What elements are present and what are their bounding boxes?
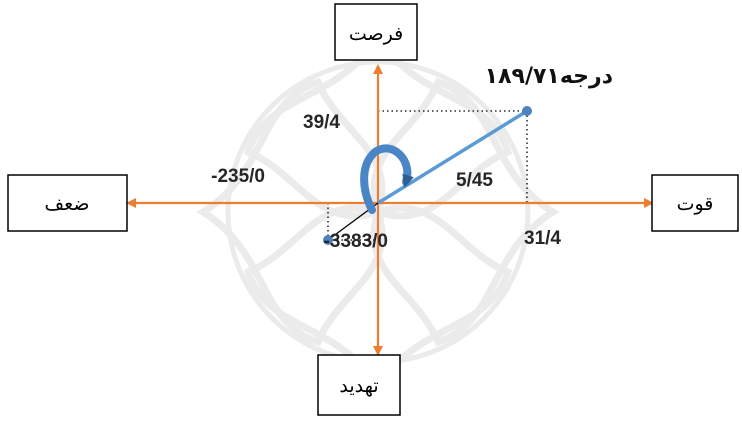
box-left: ضعف (7, 174, 128, 232)
box-bottom: تهدید (317, 354, 401, 416)
box-bottom-label: تهدید (339, 375, 378, 397)
box-left-label: ضعف (45, 193, 90, 215)
guide-lines (327, 110, 528, 241)
angle-label: ۱۸۹/۷۱درجه (485, 64, 613, 89)
rotation-arc (360, 144, 414, 214)
box-right: قوت (651, 174, 739, 232)
box-top-label: فرصت (349, 23, 403, 45)
rotated-end-point (323, 235, 333, 245)
x-value-label: 31/4 (524, 228, 561, 249)
result-x-label: -235/0 (211, 166, 265, 187)
result-y-label: -3383/0 (324, 231, 388, 252)
vector-end-point (522, 106, 532, 116)
axes (126, 64, 654, 356)
vector-length-label: 5/45 (456, 170, 493, 191)
box-right-label: قوت (677, 193, 714, 215)
y-value-label: 39/4 (303, 112, 340, 133)
box-top: فرصت (334, 3, 418, 61)
